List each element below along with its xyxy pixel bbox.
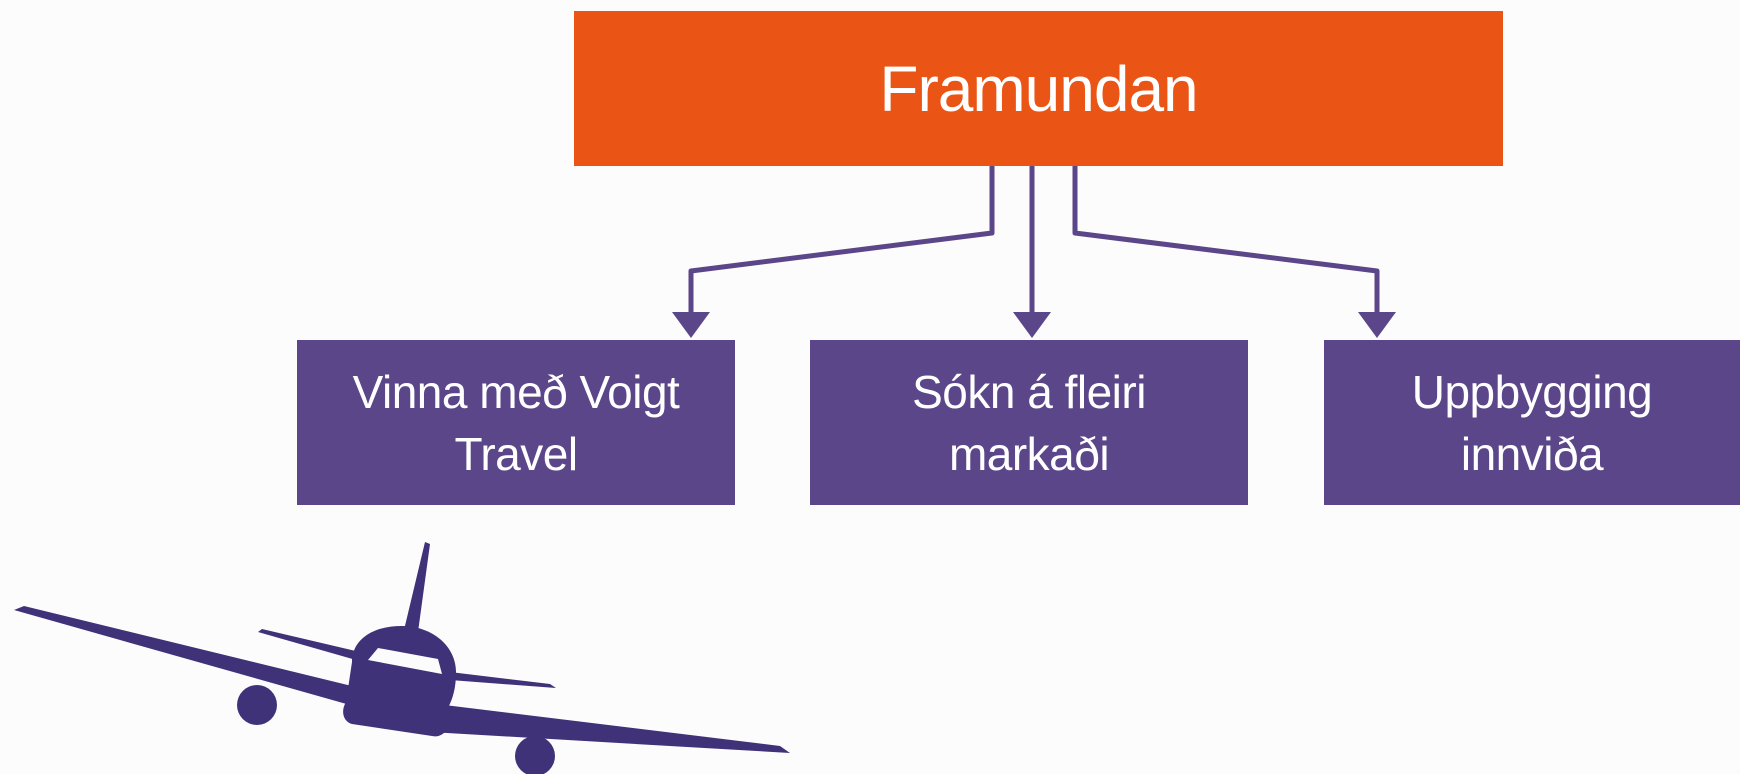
airplane-fuselage — [343, 626, 456, 737]
root-node: Framundan — [574, 11, 1503, 166]
connector-right — [1072, 166, 1380, 314]
arrowhead-right — [1358, 312, 1396, 338]
airplane-tail-fin — [404, 542, 430, 632]
child-node-new-markets: Sókn á fleiri markaði — [810, 340, 1248, 505]
connector-left — [688, 166, 995, 314]
root-node-label: Framundan — [879, 52, 1198, 125]
child-node-infrastructure: Uppbygging innviða — [1324, 340, 1740, 505]
child-node-voigt-travel: Vinna með Voigt Travel — [297, 340, 735, 505]
airplane-left-wing — [14, 606, 360, 705]
connector-paths — [688, 166, 1380, 314]
child-node-label: Vinna með Voigt Travel — [352, 365, 680, 480]
child-node-label: Uppbygging innviða — [1411, 365, 1653, 480]
airplane-engine-left — [237, 685, 277, 725]
airplane-window-strip — [368, 648, 442, 674]
arrowhead-center — [1013, 312, 1051, 338]
arrowhead-left — [672, 312, 710, 338]
connector-arrowheads — [672, 312, 1396, 338]
airplane-right-stabilizer — [450, 672, 556, 688]
airplane-right-wing — [420, 702, 790, 753]
airplane-engine-right — [515, 736, 555, 774]
airplane-shape — [14, 542, 790, 774]
airplane-left-stabilizer — [258, 629, 360, 660]
child-node-label: Sókn á fleiri markaði — [912, 365, 1146, 480]
